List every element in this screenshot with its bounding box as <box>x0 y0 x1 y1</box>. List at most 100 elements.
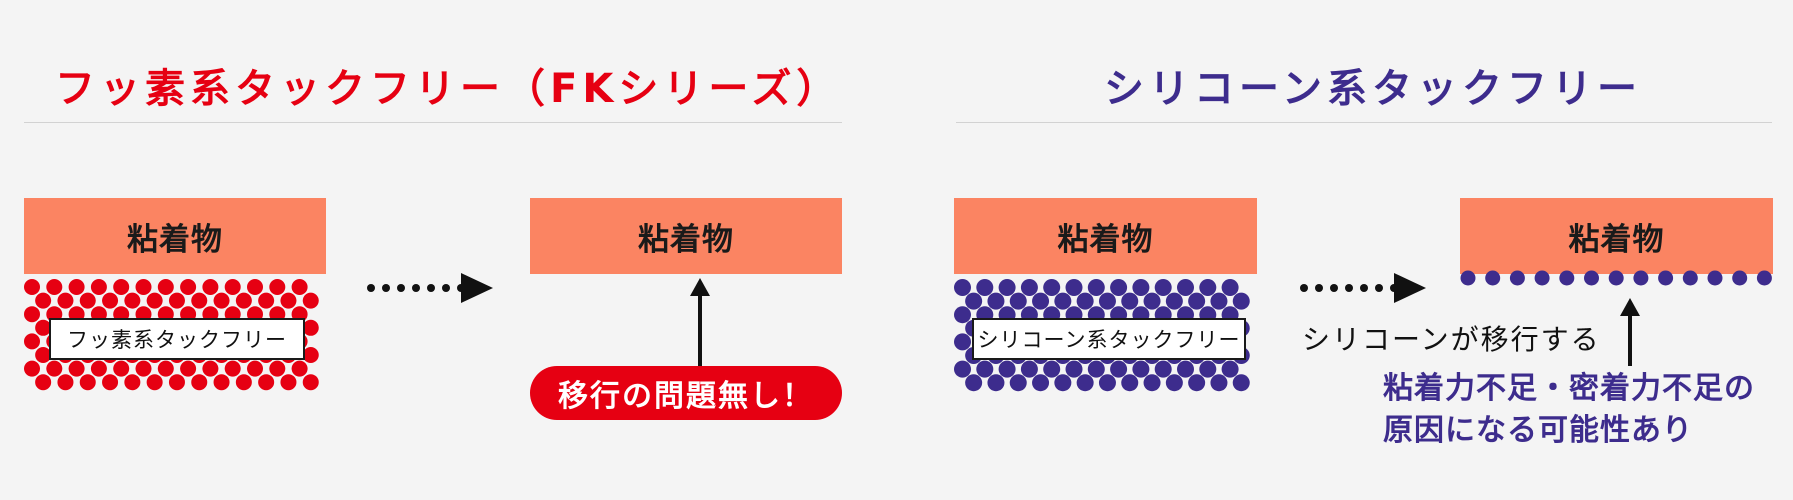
dot <box>1232 374 1250 392</box>
dot <box>68 360 85 377</box>
dot <box>113 360 130 377</box>
transferred-dot <box>1658 270 1674 286</box>
dot <box>247 360 263 377</box>
dot <box>90 279 107 295</box>
dot <box>302 374 319 391</box>
dot <box>954 279 971 296</box>
dot <box>280 292 297 309</box>
dot <box>35 292 52 309</box>
silicone-title-divider <box>956 122 1772 123</box>
dot <box>1221 360 1239 378</box>
dot <box>191 292 208 309</box>
fluoro-title: フッ素系タックフリー（FKシリーズ） <box>55 66 842 112</box>
transferred-dot <box>1509 270 1525 286</box>
dot <box>1210 374 1228 392</box>
dot <box>135 279 152 295</box>
dot <box>157 279 174 295</box>
dot <box>1177 360 1194 378</box>
dot <box>1221 279 1239 296</box>
dot <box>1032 292 1050 310</box>
silicone-transferred-dots <box>1460 270 1772 286</box>
silicone-warning-line2: 原因になる可能性あり <box>1383 413 1693 448</box>
dot <box>1232 292 1250 310</box>
dot <box>1043 360 1061 378</box>
dot <box>1165 292 1183 310</box>
dot <box>1054 374 1072 392</box>
silicone-transition-arrow <box>1300 273 1426 303</box>
dot <box>213 374 230 391</box>
transferred-dot <box>1534 270 1550 286</box>
dot <box>1143 374 1161 392</box>
dot <box>1177 279 1194 296</box>
dot <box>998 279 1016 296</box>
dot <box>35 374 52 391</box>
dot <box>1110 279 1128 296</box>
dot <box>258 292 275 309</box>
silicone-up-arrow <box>1620 298 1640 366</box>
dot <box>1165 374 1183 392</box>
dot <box>1188 292 1206 310</box>
dot <box>57 374 74 391</box>
dot <box>976 360 994 378</box>
fluoro-title-divider <box>24 122 842 123</box>
dot <box>180 360 197 377</box>
fluoro-transition-arrow <box>367 273 493 303</box>
dot <box>157 360 174 377</box>
dot <box>168 374 185 391</box>
dot <box>1076 374 1094 392</box>
dot <box>1043 279 1061 296</box>
dot <box>1110 360 1128 378</box>
dot <box>1132 279 1150 296</box>
dot <box>202 279 219 295</box>
dot <box>1020 360 1038 378</box>
fluoro-result-badge: 移行の問題無し！ <box>530 366 842 420</box>
dot <box>57 292 74 309</box>
dot <box>224 360 241 377</box>
dot <box>24 279 40 295</box>
dot <box>24 333 40 350</box>
transferred-dot <box>1756 270 1772 286</box>
dot <box>954 333 971 351</box>
dot <box>302 319 319 336</box>
transferred-dot <box>1485 270 1501 286</box>
dot <box>1054 292 1072 310</box>
dot <box>1065 279 1083 296</box>
dot <box>202 360 219 377</box>
transferred-dot <box>1732 270 1748 286</box>
dot <box>258 374 275 391</box>
dot <box>965 292 983 310</box>
dot <box>135 360 152 377</box>
fluoro-up-arrow <box>690 278 710 366</box>
silicone-dot-label: シリコーン系タックフリー <box>972 318 1246 360</box>
fluoro-dot-label: フッ素系タックフリー <box>49 318 305 360</box>
dot <box>1210 292 1228 310</box>
dot <box>1087 279 1105 296</box>
dot <box>954 360 971 378</box>
dot <box>998 360 1016 378</box>
transferred-dot <box>1584 270 1599 286</box>
dot <box>46 279 63 295</box>
dot <box>987 292 1005 310</box>
dot <box>124 374 141 391</box>
silicone-title: シリコーン系タックフリー <box>1104 66 1642 112</box>
dot <box>79 292 96 309</box>
dot <box>102 374 119 391</box>
dot <box>291 360 308 377</box>
dot <box>224 279 241 295</box>
dot <box>1032 374 1050 392</box>
dot <box>954 306 971 324</box>
dot <box>24 360 40 377</box>
dot <box>1188 374 1206 392</box>
dot <box>235 292 252 309</box>
dot <box>124 292 141 309</box>
dot <box>1199 279 1217 296</box>
dot <box>35 347 52 363</box>
dot <box>302 347 319 363</box>
dot <box>965 374 983 392</box>
dot <box>1143 292 1161 310</box>
transferred-dot <box>1633 270 1649 286</box>
dot <box>291 279 308 295</box>
dot <box>1154 279 1172 296</box>
dot <box>180 279 197 295</box>
dot <box>1098 292 1116 310</box>
